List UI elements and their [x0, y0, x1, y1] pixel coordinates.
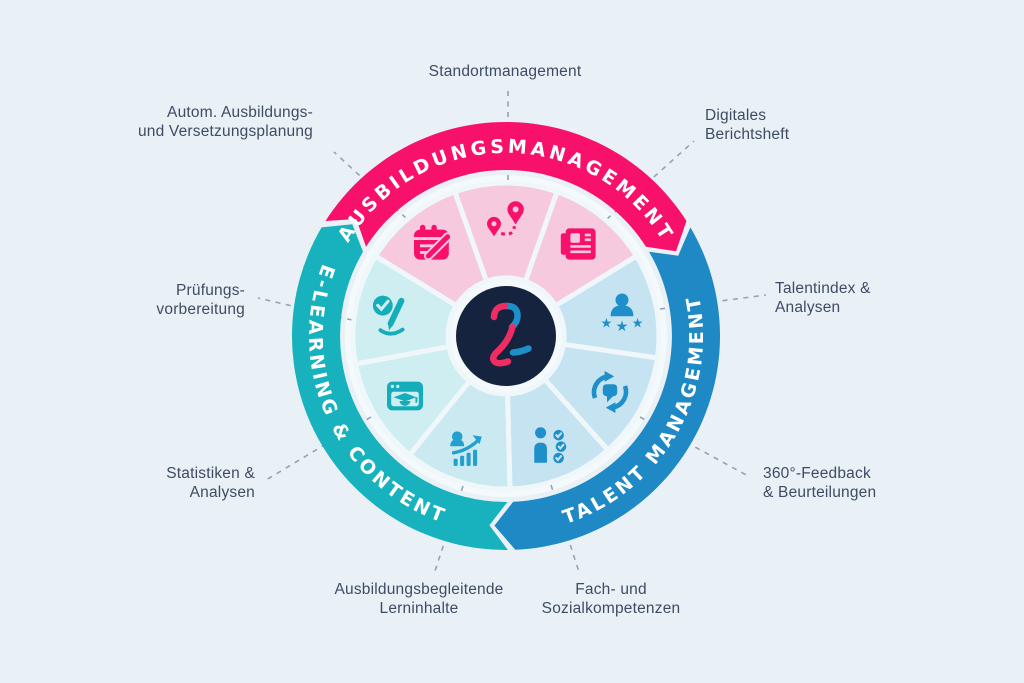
- elearning-browser-cap-icon: [387, 381, 423, 411]
- growth-chart-person-icon: [450, 431, 482, 466]
- callout-text: Ausbildungsbegleitende: [334, 581, 504, 598]
- callout-text: Digitales: [705, 107, 767, 124]
- callout-lerninhalte: Ausbildungsbegleitende Lerninhalte: [334, 580, 503, 618]
- callout-text: Analysen: [189, 484, 255, 501]
- callout-pruefungsvorbereitung: Prüfungs- vorbereitung: [156, 281, 245, 319]
- callout-text: Sozialkompetenzen: [541, 600, 681, 617]
- callout-text: vorbereitung: [156, 301, 245, 318]
- callout-text: Standortmanagement: [428, 63, 582, 80]
- callout-standortmanagement: Standortmanagement: [429, 62, 582, 81]
- callout-text: Berichtsheft: [705, 126, 790, 143]
- feedback-sync-bubble-icon: [591, 371, 629, 413]
- callout-text: und Versetzungsplanung: [137, 123, 313, 140]
- callout-text: Statistiken &: [166, 465, 255, 482]
- callout-talentindex: Talentindex & Analysen: [775, 279, 871, 317]
- exam-check-pen-icon: [372, 295, 405, 336]
- svg-text:★: ★: [632, 317, 644, 332]
- wedge-icons: ★ ★ ★: [372, 201, 644, 466]
- arc-ausbildungsmanagement: [325, 121, 687, 252]
- competencies-person-checks-icon: [534, 427, 567, 464]
- callout-text: Prüfungs-: [176, 282, 245, 299]
- report-document-icon: [560, 228, 596, 260]
- callout-feedback360: 360°-Feedback & Beurteilungen: [763, 464, 876, 502]
- callout-text: Lerninhalte: [379, 600, 459, 617]
- callout-line-digitales-berichtsheft: [606, 140, 695, 220]
- callout-text: Talentindex &: [775, 280, 871, 297]
- wedge-exam-check-pen: [350, 253, 459, 367]
- callout-text: Fach- und: [575, 581, 647, 598]
- callout-kompetenzen: Fach- und Sozialkompetenzen: [542, 580, 681, 618]
- callout-text: Analysen: [775, 299, 841, 316]
- logo-numeral-2: 2: [490, 302, 532, 367]
- calendar-planning-icon: [413, 224, 453, 261]
- callout-text: & Beurteilungen: [763, 484, 877, 501]
- talent-person-stars-icon: ★ ★ ★: [600, 293, 644, 335]
- callout-digitales-berichtsheft: Digitales Berichtsheft: [705, 106, 789, 144]
- svg-text:★: ★: [616, 319, 629, 335]
- route-locations-icon: [487, 201, 524, 237]
- company-logo: 2: [456, 286, 556, 386]
- callout-autom-planung: Autom. Ausbildungs- und Versetzungsplanu…: [138, 103, 313, 141]
- callout-text: Autom. Ausbildungs-: [167, 104, 313, 121]
- arc-elearning-content: [291, 224, 508, 551]
- callout-statistiken: Statistiken & Analysen: [166, 464, 255, 502]
- svg-text:★: ★: [600, 317, 612, 332]
- arc-talent-management: [494, 227, 721, 550]
- callout-text: 360°-Feedback: [763, 465, 871, 482]
